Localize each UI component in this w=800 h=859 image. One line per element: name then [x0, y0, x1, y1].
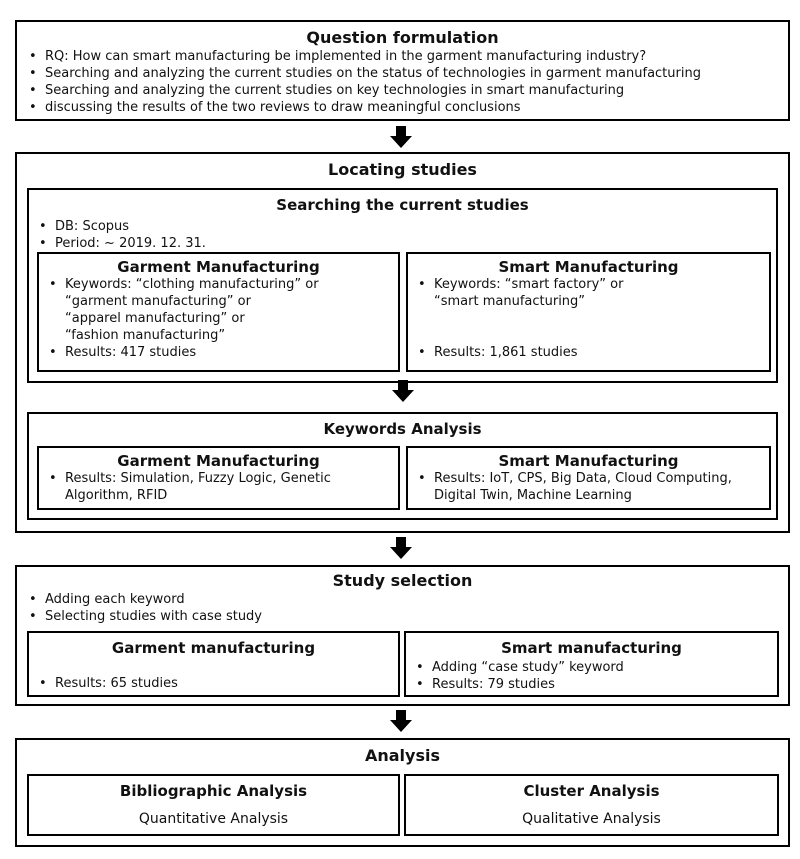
search-smart-box: Smart Manufacturing Keywords: “smart fac… — [406, 252, 771, 372]
selection-garment-title: Garment manufacturing — [111, 639, 316, 657]
keywords-garment-title: Garment Manufacturing — [117, 452, 320, 470]
down-arrow-icon — [392, 380, 414, 402]
down-arrow-icon — [390, 710, 412, 732]
study-selection-title: Study selection — [332, 571, 473, 590]
selection-garment-box: Garment manufacturing Results: 65 studie… — [27, 631, 400, 697]
keywords-analysis-title: Keywords Analysis — [323, 420, 482, 438]
cluster-sub: Qualitative Analysis — [522, 811, 661, 827]
selection-bullet: Selecting studies with case study — [25, 608, 262, 625]
searching-box: Searching the current studies DB: Scopus… — [27, 188, 778, 383]
search-garment-title: Garment Manufacturing — [117, 258, 320, 276]
keywords-smart-box: Smart Manufacturing Results: IoT, CPS, B… — [406, 446, 771, 510]
searching-bullet: Period: ~ 2019. 12. 31. — [35, 235, 206, 252]
bibliographic-title: Bibliographic Analysis — [119, 782, 308, 800]
selection-smart-bullets: Adding “case study” keyword Results: 79 … — [412, 659, 624, 693]
search-smart-title: Smart Manufacturing — [498, 258, 679, 276]
searching-title: Searching the current studies — [276, 196, 529, 214]
keywords-smart-title: Smart Manufacturing — [498, 452, 679, 470]
down-arrow-icon — [390, 126, 412, 148]
search-smart-keywords: Keywords: “smart factory” or “smart manu… — [414, 276, 765, 310]
selection-bullets: Adding each keyword Selecting studies wi… — [25, 591, 262, 625]
bibliographic-sub: Quantitative Analysis — [138, 811, 289, 827]
selection-smart-bullet: Results: 79 studies — [412, 676, 624, 693]
question-bullets: RQ: How can smart manufacturing be imple… — [25, 48, 782, 116]
cluster-box: Cluster Analysis Qualitative Analysis — [404, 774, 779, 836]
question-bullet: discussing the results of the two review… — [25, 99, 782, 116]
search-smart-results-list: Results: 1,861 studies — [414, 344, 765, 361]
search-garment-keywords: Keywords: “clothing manufacturing” or “g… — [45, 276, 394, 344]
locating-studies-box: Locating studies Searching the current s… — [15, 152, 790, 533]
analysis-title: Analysis — [364, 746, 440, 765]
selection-smart-box: Smart manufacturing Adding “case study” … — [404, 631, 779, 697]
search-garment-box: Garment Manufacturing Keywords: “clothin… — [37, 252, 400, 372]
question-bullet: Searching and analyzing the current stud… — [25, 65, 782, 82]
analysis-box: Analysis Bibliographic Analysis Quantita… — [15, 738, 790, 847]
cluster-title: Cluster Analysis — [523, 782, 660, 800]
keywords-analysis-box: Keywords Analysis Garment Manufacturing … — [27, 412, 778, 520]
selection-garment-results: Results: 65 studies — [35, 675, 178, 692]
search-smart-keywords-list: Keywords: “smart factory” or “smart manu… — [414, 276, 765, 310]
keywords-smart-results: Results: IoT, CPS, Big Data, Cloud Compu… — [414, 470, 765, 504]
search-garment-results: Results: 417 studies — [45, 344, 394, 361]
search-smart-results: Results: 1,861 studies — [414, 344, 765, 361]
keywords-garment-bullets: Results: Simulation, Fuzzy Logic, Geneti… — [45, 470, 394, 504]
selection-bullet: Adding each keyword — [25, 591, 262, 608]
keywords-garment-results: Results: Simulation, Fuzzy Logic, Geneti… — [45, 470, 394, 504]
searching-bullets: DB: Scopus Period: ~ 2019. 12. 31. — [35, 218, 206, 252]
selection-smart-bullet: Adding “case study” keyword — [412, 659, 624, 676]
question-formulation-box: Question formulation RQ: How can smart m… — [15, 20, 790, 121]
question-bullet: Searching and analyzing the current stud… — [25, 82, 782, 99]
locating-studies-title: Locating studies — [328, 160, 477, 179]
search-garment-bullets: Keywords: “clothing manufacturing” or “g… — [45, 276, 394, 361]
down-arrow-icon — [390, 537, 412, 559]
question-bullet: RQ: How can smart manufacturing be imple… — [25, 48, 782, 65]
bibliographic-box: Bibliographic Analysis Quantitative Anal… — [27, 774, 400, 836]
study-selection-box: Study selection Adding each keyword Sele… — [15, 565, 790, 706]
keywords-smart-bullets: Results: IoT, CPS, Big Data, Cloud Compu… — [414, 470, 765, 504]
question-formulation-title: Question formulation — [306, 28, 499, 47]
searching-bullet: DB: Scopus — [35, 218, 206, 235]
selection-garment-bullets: Results: 65 studies — [35, 675, 178, 692]
keywords-garment-box: Garment Manufacturing Results: Simulatio… — [37, 446, 400, 510]
selection-smart-title: Smart manufacturing — [501, 639, 682, 657]
